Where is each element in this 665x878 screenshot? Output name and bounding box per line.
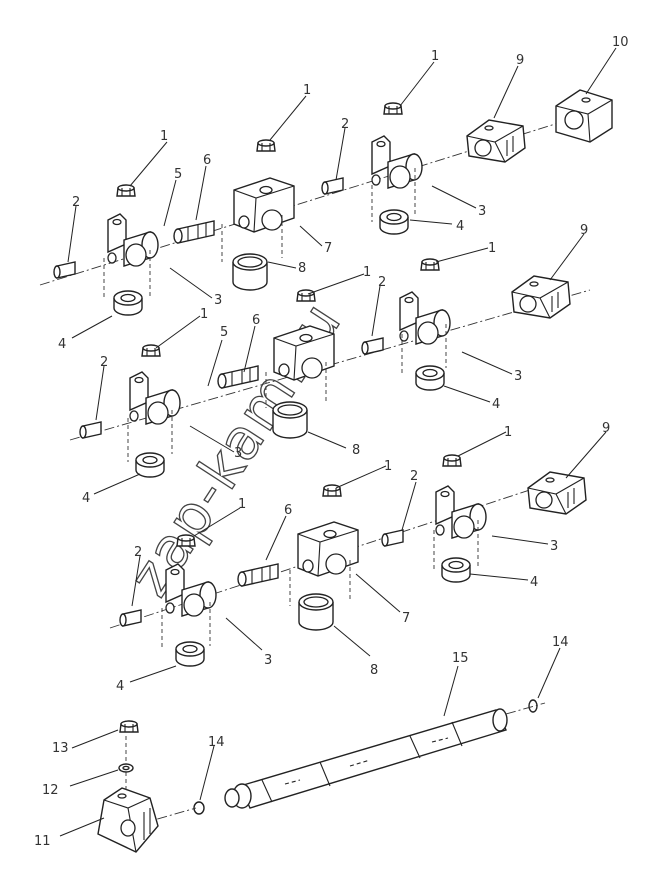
part-4-ring bbox=[175, 641, 205, 667]
callout-12: 12 bbox=[42, 783, 59, 798]
callout-9: 9 bbox=[580, 223, 588, 238]
part-3-bracket bbox=[371, 135, 423, 189]
part-4-ring bbox=[135, 452, 165, 478]
callout-2: 2 bbox=[72, 195, 80, 210]
part-3-bracket bbox=[399, 291, 451, 345]
part-4-ring bbox=[441, 557, 471, 583]
part-11-end-bracket bbox=[97, 787, 159, 853]
callout-1: 1 bbox=[238, 497, 246, 512]
part-1-nut bbox=[116, 184, 136, 197]
callout-6: 6 bbox=[284, 503, 292, 518]
callout-1: 1 bbox=[200, 307, 208, 322]
callout-9: 9 bbox=[602, 421, 610, 436]
part-12-washer bbox=[118, 763, 134, 773]
callout-2: 2 bbox=[378, 275, 386, 290]
part-14-o-ring bbox=[528, 699, 538, 713]
callout-10: 10 bbox=[612, 35, 629, 50]
callout-3: 3 bbox=[514, 369, 522, 384]
callout-3: 3 bbox=[478, 204, 486, 219]
callout-8: 8 bbox=[352, 443, 360, 458]
assembly-row-1 bbox=[39, 89, 613, 316]
callout-2: 2 bbox=[134, 545, 142, 560]
part-4-ring bbox=[113, 290, 143, 316]
part-2-pin bbox=[119, 609, 142, 627]
callout-1: 1 bbox=[504, 425, 512, 440]
part-7-bracket bbox=[297, 521, 359, 577]
callout-11: 11 bbox=[34, 834, 51, 849]
part-3-bracket bbox=[435, 485, 487, 539]
part-14-o-ring bbox=[193, 801, 205, 815]
callout-1: 1 bbox=[160, 129, 168, 144]
callout-1: 1 bbox=[488, 241, 496, 256]
callout-5: 5 bbox=[220, 325, 228, 340]
callout-9: 9 bbox=[516, 53, 524, 68]
part-8-sleeve bbox=[272, 401, 308, 439]
callout-6: 6 bbox=[252, 313, 260, 328]
callout-8: 8 bbox=[370, 663, 378, 678]
callout-8: 8 bbox=[298, 261, 306, 276]
callout-2: 2 bbox=[341, 117, 349, 132]
callout-1: 1 bbox=[431, 49, 439, 64]
callout-4: 4 bbox=[58, 337, 66, 352]
part-1-nut bbox=[442, 454, 462, 467]
part-9-end-support bbox=[466, 119, 526, 163]
part-15-shaft bbox=[224, 708, 508, 809]
part-10-end-support bbox=[555, 89, 613, 143]
callout-4: 4 bbox=[82, 491, 90, 506]
part-2-pin bbox=[361, 337, 384, 355]
part-7-bracket bbox=[233, 177, 295, 233]
callout-5: 5 bbox=[174, 167, 182, 182]
callout-1: 1 bbox=[384, 459, 392, 474]
part-9-end-support bbox=[511, 275, 571, 319]
part-8-sleeve bbox=[298, 593, 334, 631]
part-3-bracket bbox=[129, 371, 181, 425]
part-6-tube bbox=[237, 563, 279, 587]
part-9-end-support bbox=[527, 471, 587, 515]
part-1-nut bbox=[296, 289, 316, 302]
part-1-nut bbox=[176, 534, 196, 547]
callout-6: 6 bbox=[203, 153, 211, 168]
callout-2: 2 bbox=[410, 469, 418, 484]
callout-7: 7 bbox=[402, 611, 410, 626]
callout-1: 1 bbox=[303, 83, 311, 98]
part-4-ring bbox=[379, 209, 409, 235]
callout-4: 4 bbox=[530, 575, 538, 590]
part-1-nut bbox=[420, 258, 440, 271]
callout-3: 3 bbox=[214, 293, 222, 308]
callout-4: 4 bbox=[456, 219, 464, 234]
callouts: 1 1 1 2 2 3 3 4 4 5 6 7 8 9 10 1 1 1 2 2… bbox=[34, 35, 629, 849]
callout-2: 2 bbox=[100, 355, 108, 370]
part-2-pin bbox=[381, 529, 404, 547]
part-2-pin bbox=[53, 261, 76, 279]
callout-14: 14 bbox=[208, 735, 225, 750]
assembly-row-3 bbox=[109, 454, 587, 667]
callout-7: 7 bbox=[324, 241, 332, 256]
callout-4: 4 bbox=[116, 679, 124, 694]
shaft-assembly bbox=[97, 699, 546, 853]
assembly-row-2 bbox=[69, 258, 591, 478]
callout-3: 3 bbox=[264, 653, 272, 668]
callout-15: 15 bbox=[452, 651, 469, 666]
part-6-tube bbox=[173, 220, 215, 244]
callout-3: 3 bbox=[550, 539, 558, 554]
part-8-sleeve bbox=[232, 253, 268, 291]
callout-4: 4 bbox=[492, 397, 500, 412]
callout-13: 13 bbox=[52, 741, 69, 756]
part-13-nut bbox=[119, 720, 139, 733]
part-2-pin bbox=[79, 421, 102, 439]
part-1-nut bbox=[383, 102, 403, 115]
part-4-ring bbox=[415, 365, 445, 391]
part-1-nut bbox=[256, 139, 276, 152]
part-3-bracket bbox=[107, 213, 159, 267]
callout-1: 1 bbox=[363, 265, 371, 280]
callout-14: 14 bbox=[552, 635, 569, 650]
callout-3: 3 bbox=[234, 446, 242, 461]
